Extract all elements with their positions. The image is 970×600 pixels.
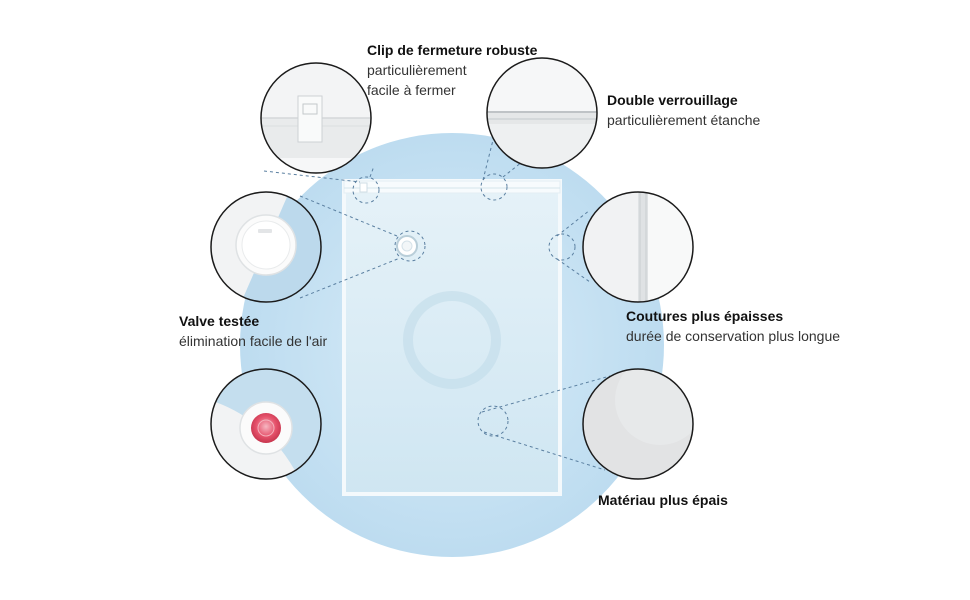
feature-label-seams: Coutures plus épaisses durée de conserva… bbox=[626, 306, 840, 346]
feature-title: Coutures plus épaisses bbox=[626, 308, 784, 324]
feature-label-clip: Clip de fermeture robuste particulièreme… bbox=[367, 40, 537, 100]
feature-desc: particulièrement bbox=[367, 62, 467, 78]
feature-desc: facile à fermer bbox=[367, 82, 456, 98]
feature-desc: durée de conservation plus longue bbox=[626, 328, 841, 344]
feature-label-double-lock: Double verrouillage particulièrement éta… bbox=[607, 90, 760, 130]
feature-title: Valve testée bbox=[179, 313, 260, 329]
valve-detail-icon bbox=[210, 191, 322, 303]
feature-desc: élimination facile de l'air bbox=[179, 333, 328, 349]
red-valve-detail-icon bbox=[210, 368, 322, 480]
feature-label-valve: Valve testée élimination facile de l'air bbox=[179, 311, 327, 351]
feature-title: Matériau plus épais bbox=[598, 492, 728, 508]
feature-desc: particulièrement étanche bbox=[607, 112, 761, 128]
connectors bbox=[263, 131, 611, 471]
feature-label-material: Matériau plus épais bbox=[598, 490, 728, 510]
feature-title: Clip de fermeture robuste bbox=[367, 42, 538, 58]
vacuum-bag bbox=[342, 179, 562, 496]
feature-title: Double verrouillage bbox=[607, 92, 738, 108]
